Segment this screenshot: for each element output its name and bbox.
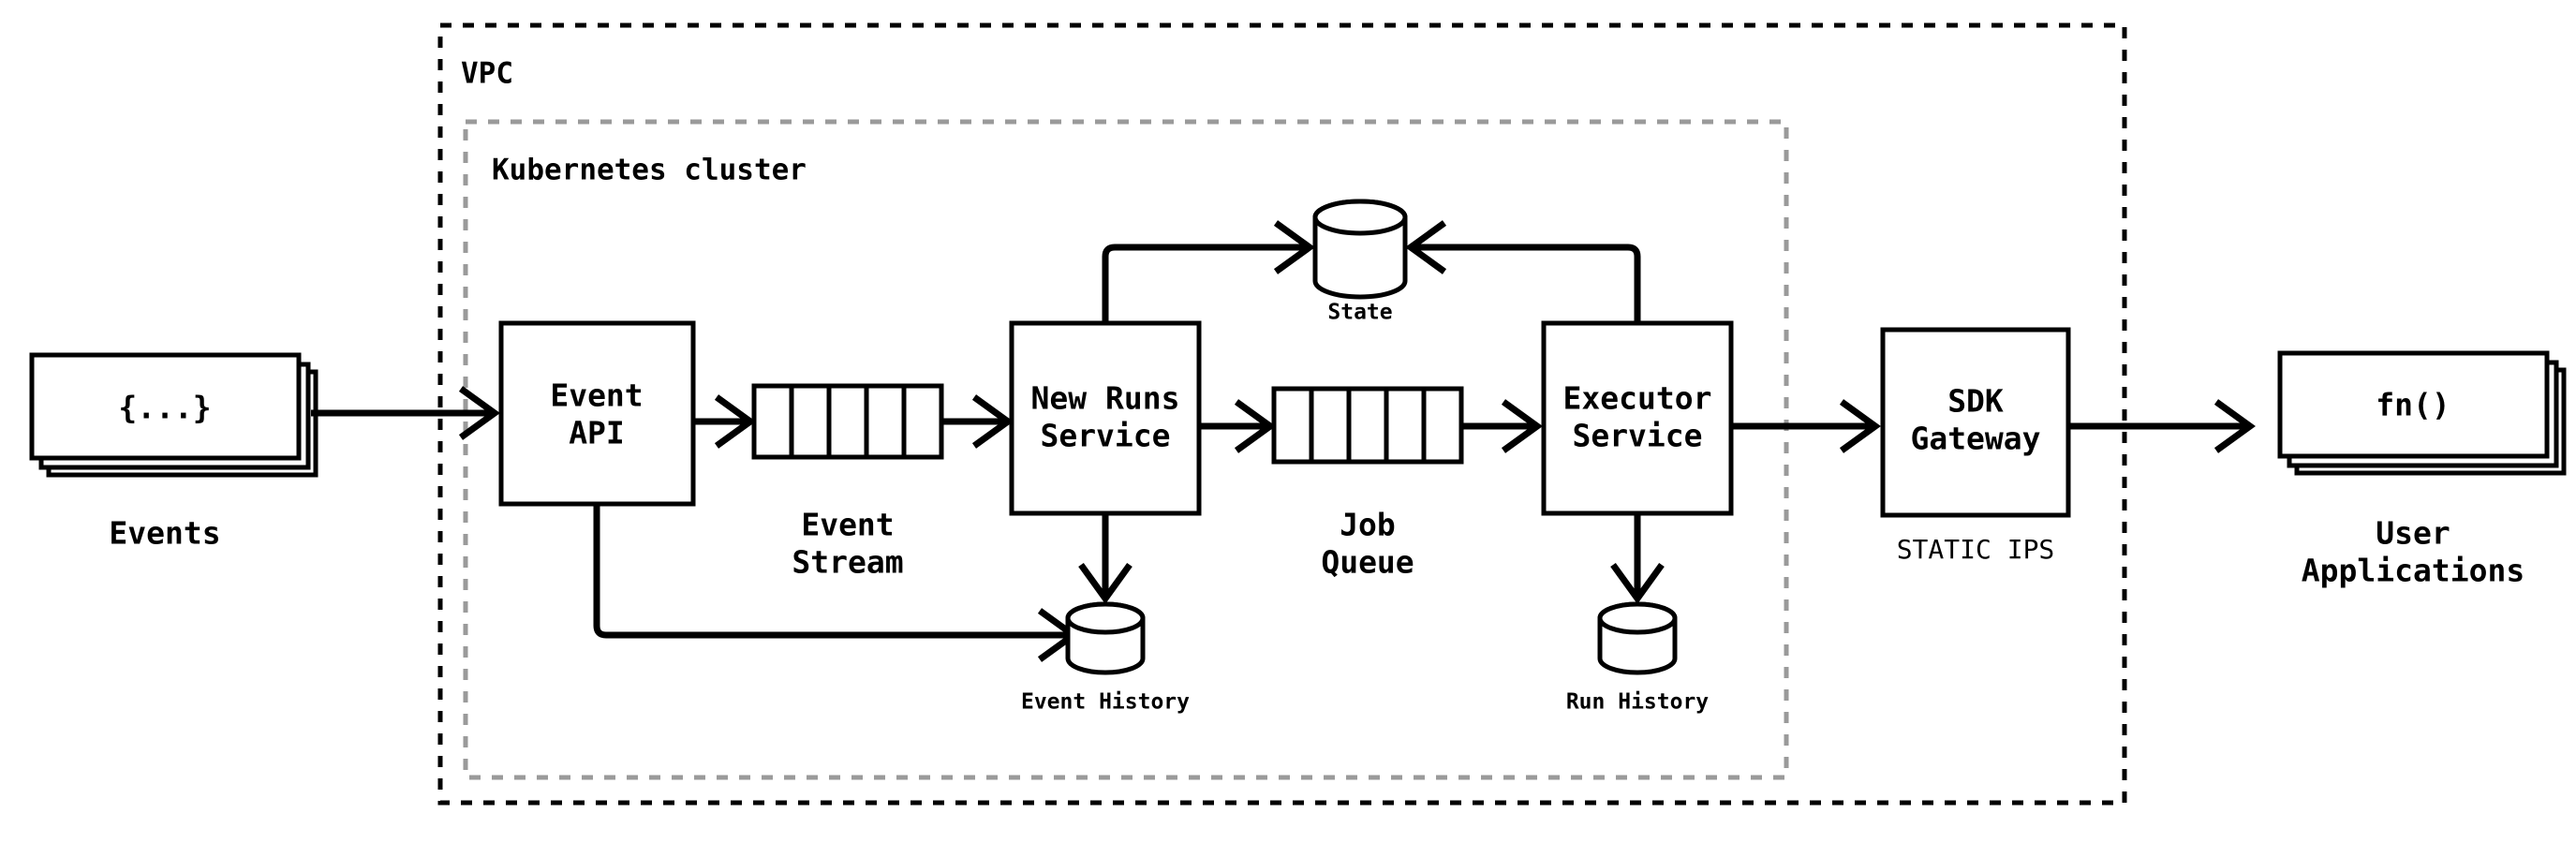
events-card-front — [29, 352, 302, 461]
event-api-box — [498, 320, 696, 507]
node-new-runs-service[interactable]: New Runs Service — [1009, 320, 1202, 516]
sdk-gateway-static-ips-label: STATIC IPS — [1897, 534, 2055, 565]
node-run-history[interactable] — [1597, 601, 1678, 675]
edge-sdk-gateway-to-user-apps — [2068, 399, 2256, 453]
group-kubernetes-label: Kubernetes cluster — [492, 154, 807, 187]
event-history-caption: Event History — [1021, 690, 1190, 715]
user-apps-caption-line2: Applications — [2302, 553, 2524, 589]
user-apps-card-text: fn() — [2376, 387, 2450, 423]
edge-event-api-to-event-stream — [693, 394, 756, 449]
run-history-cylinder-top — [1597, 601, 1678, 635]
job-queue-caption-line1: Job — [1340, 507, 1396, 543]
executor-box — [1541, 320, 1734, 516]
node-events[interactable]: {...} — [29, 352, 318, 478]
group-vpc-label: VPC — [461, 57, 513, 91]
edge-job-queue-to-executor — [1461, 399, 1543, 453]
node-sdk-gateway[interactable]: SDK Gateway — [1880, 327, 2071, 518]
event-api-label-line2: API — [569, 415, 625, 451]
event-stream-queue — [751, 383, 944, 460]
event-stream-caption-line2: Stream — [792, 544, 903, 581]
edge-new-runs-to-state — [1102, 220, 1315, 323]
edge-executor-to-run-history — [1610, 513, 1665, 604]
edge-new-runs-to-event-history — [1078, 513, 1133, 604]
group-vpc-border — [437, 22, 2127, 806]
event-api-label-line1: Event — [550, 377, 643, 414]
edge-executor-to-state — [1405, 220, 1641, 323]
event-stream-caption-line1: Event — [801, 507, 894, 543]
node-state[interactable] — [1312, 199, 1408, 300]
sdk-gateway-label-line1: SDK — [1947, 383, 2004, 420]
new-runs-label-line1: New Runs — [1031, 380, 1180, 417]
user-apps-caption-line1: User — [2376, 515, 2450, 552]
edge-executor-to-sdk-gateway — [1731, 399, 1881, 453]
node-executor-service[interactable]: Executor Service — [1541, 320, 1734, 516]
job-queue-caption-line2: Queue — [1321, 544, 1414, 581]
executor-label-line1: Executor — [1563, 380, 1712, 417]
state-caption: State — [1327, 301, 1392, 325]
node-event-history[interactable] — [1065, 601, 1146, 675]
job-queue-queue — [1271, 386, 1464, 465]
new-runs-label-line2: Service — [1040, 418, 1170, 454]
run-history-caption: Run History — [1566, 690, 1709, 715]
events-card-text: {...} — [118, 390, 211, 426]
sdk-gateway-box — [1880, 327, 2071, 518]
executor-label-line2: Service — [1572, 418, 1702, 454]
events-caption: Events — [109, 515, 220, 552]
user-apps-card-front — [2277, 350, 2550, 459]
edge-new-runs-to-job-queue — [1199, 399, 1276, 453]
edge-event-stream-to-new-runs — [941, 394, 1014, 449]
state-cylinder-top — [1312, 199, 1408, 236]
sdk-gateway-label-line2: Gateway — [1910, 421, 2040, 457]
node-user-applications[interactable]: fn() — [2277, 350, 2567, 476]
edge-events-to-event-api — [311, 386, 500, 440]
node-job-queue[interactable] — [1271, 386, 1464, 465]
node-event-stream[interactable] — [751, 383, 944, 460]
group-kubernetes-border — [463, 119, 1789, 780]
event-history-cylinder-top — [1065, 601, 1146, 635]
node-event-api[interactable]: Event API — [498, 320, 696, 507]
